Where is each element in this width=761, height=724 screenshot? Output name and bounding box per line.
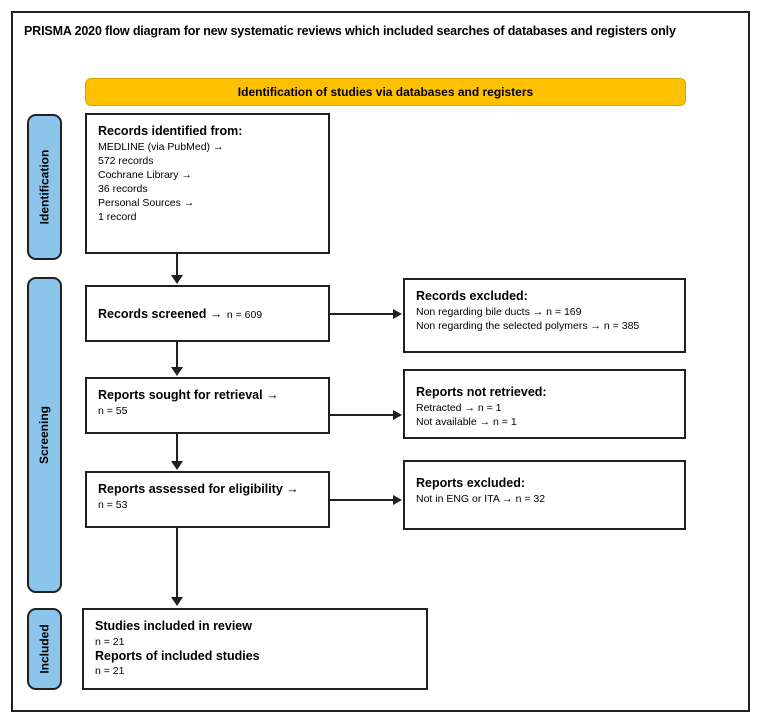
- connector-assessed-to-excluded: [330, 499, 394, 501]
- box-studies-included: Studies included in review n = 21 Report…: [82, 608, 428, 690]
- connector-screened-to-excluded: [330, 313, 394, 315]
- connector-sought-to-assessed: [176, 434, 178, 462]
- box-records-excluded-line: Non regarding the selected polymers → n …: [416, 319, 640, 332]
- box-records-screened-count: n = 609: [226, 308, 263, 321]
- box-records-screened-heading: Records screened →: [98, 306, 223, 321]
- box-reports-not-retrieved-heading: Reports not retrieved:: [416, 385, 547, 399]
- box-records-excluded-heading: Records excluded:: [416, 289, 528, 303]
- box-studies-included-heading: Studies included in review: [95, 619, 252, 633]
- box-records-identified-line: 36 records: [98, 182, 148, 195]
- arrowhead-screened-to-excluded: [393, 309, 402, 319]
- diagram-border: [11, 11, 750, 712]
- box-records-excluded-line: Non regarding bile ducts → n = 169: [416, 305, 582, 318]
- connector-assessed-to-included: [176, 528, 178, 599]
- stage-label-included: Included: [27, 608, 62, 690]
- box-records-identified-line: Personal Sources →: [98, 196, 195, 209]
- connector-identified-to-screened: [176, 254, 178, 277]
- box-reports-assessed: Reports assessed for eligibility → n = 5…: [85, 471, 330, 528]
- connector-sought-to-not-retrieved: [330, 414, 394, 416]
- box-records-identified-heading: Records identified from:: [98, 124, 243, 138]
- box-records-identified-line: 572 records: [98, 154, 154, 167]
- box-reports-sought-heading: Reports sought for retrieval →: [98, 388, 279, 402]
- stage-label-identification-text: Identification: [37, 149, 52, 225]
- box-records-screened: Records screened → n = 609: [85, 285, 330, 342]
- box-reports-not-retrieved: Reports not retrieved: Retracted → n = 1…: [403, 369, 686, 439]
- box-records-identified: Records identified from: MEDLINE (via Pu…: [85, 113, 330, 254]
- arrowhead-sought-to-not-retrieved: [393, 410, 402, 420]
- box-reports-sought-count: n = 55: [98, 404, 128, 417]
- box-studies-included-count: n = 21: [95, 635, 125, 648]
- arrowhead-sought-to-assessed: [171, 461, 183, 470]
- box-records-excluded: Records excluded: Non regarding bile duc…: [403, 278, 686, 353]
- box-reports-excluded-line: Not in ENG or ITA → n = 32: [416, 492, 546, 505]
- box-reports-excluded-heading: Reports excluded:: [416, 476, 526, 490]
- box-records-identified-line: Cochrane Library →: [98, 168, 192, 181]
- box-reports-included-count: n = 21: [95, 665, 125, 678]
- stage-label-included-text: Included: [37, 624, 52, 674]
- arrowhead-screened-to-sought: [171, 367, 183, 376]
- box-records-identified-line: 1 record: [98, 210, 137, 223]
- arrowhead-assessed-to-excluded: [393, 495, 402, 505]
- box-records-identified-line: MEDLINE (via PubMed) →: [98, 140, 224, 153]
- stage-label-screening: Screening: [27, 277, 62, 593]
- connector-screened-to-sought: [176, 342, 178, 368]
- stage-label-identification: Identification: [27, 114, 62, 260]
- box-reports-not-retrieved-line: Not available → n = 1: [416, 415, 517, 428]
- section-header-identification: Identification of studies via databases …: [85, 78, 686, 106]
- box-reports-included-heading: Reports of included studies: [95, 648, 260, 663]
- box-reports-excluded: Reports excluded: Not in ENG or ITA → n …: [403, 460, 686, 530]
- page-title: PRISMA 2020 flow diagram for new systema…: [24, 24, 676, 38]
- stage-label-screening-text: Screening: [37, 405, 52, 465]
- box-reports-sought: Reports sought for retrieval → n = 55: [85, 377, 330, 434]
- arrowhead-identified-to-screened: [171, 275, 183, 284]
- box-reports-assessed-count: n = 53: [98, 498, 128, 511]
- box-reports-not-retrieved-line: Retracted → n = 1: [416, 401, 502, 414]
- box-reports-assessed-heading: Reports assessed for eligibility →: [98, 482, 299, 496]
- arrowhead-assessed-to-included: [171, 597, 183, 606]
